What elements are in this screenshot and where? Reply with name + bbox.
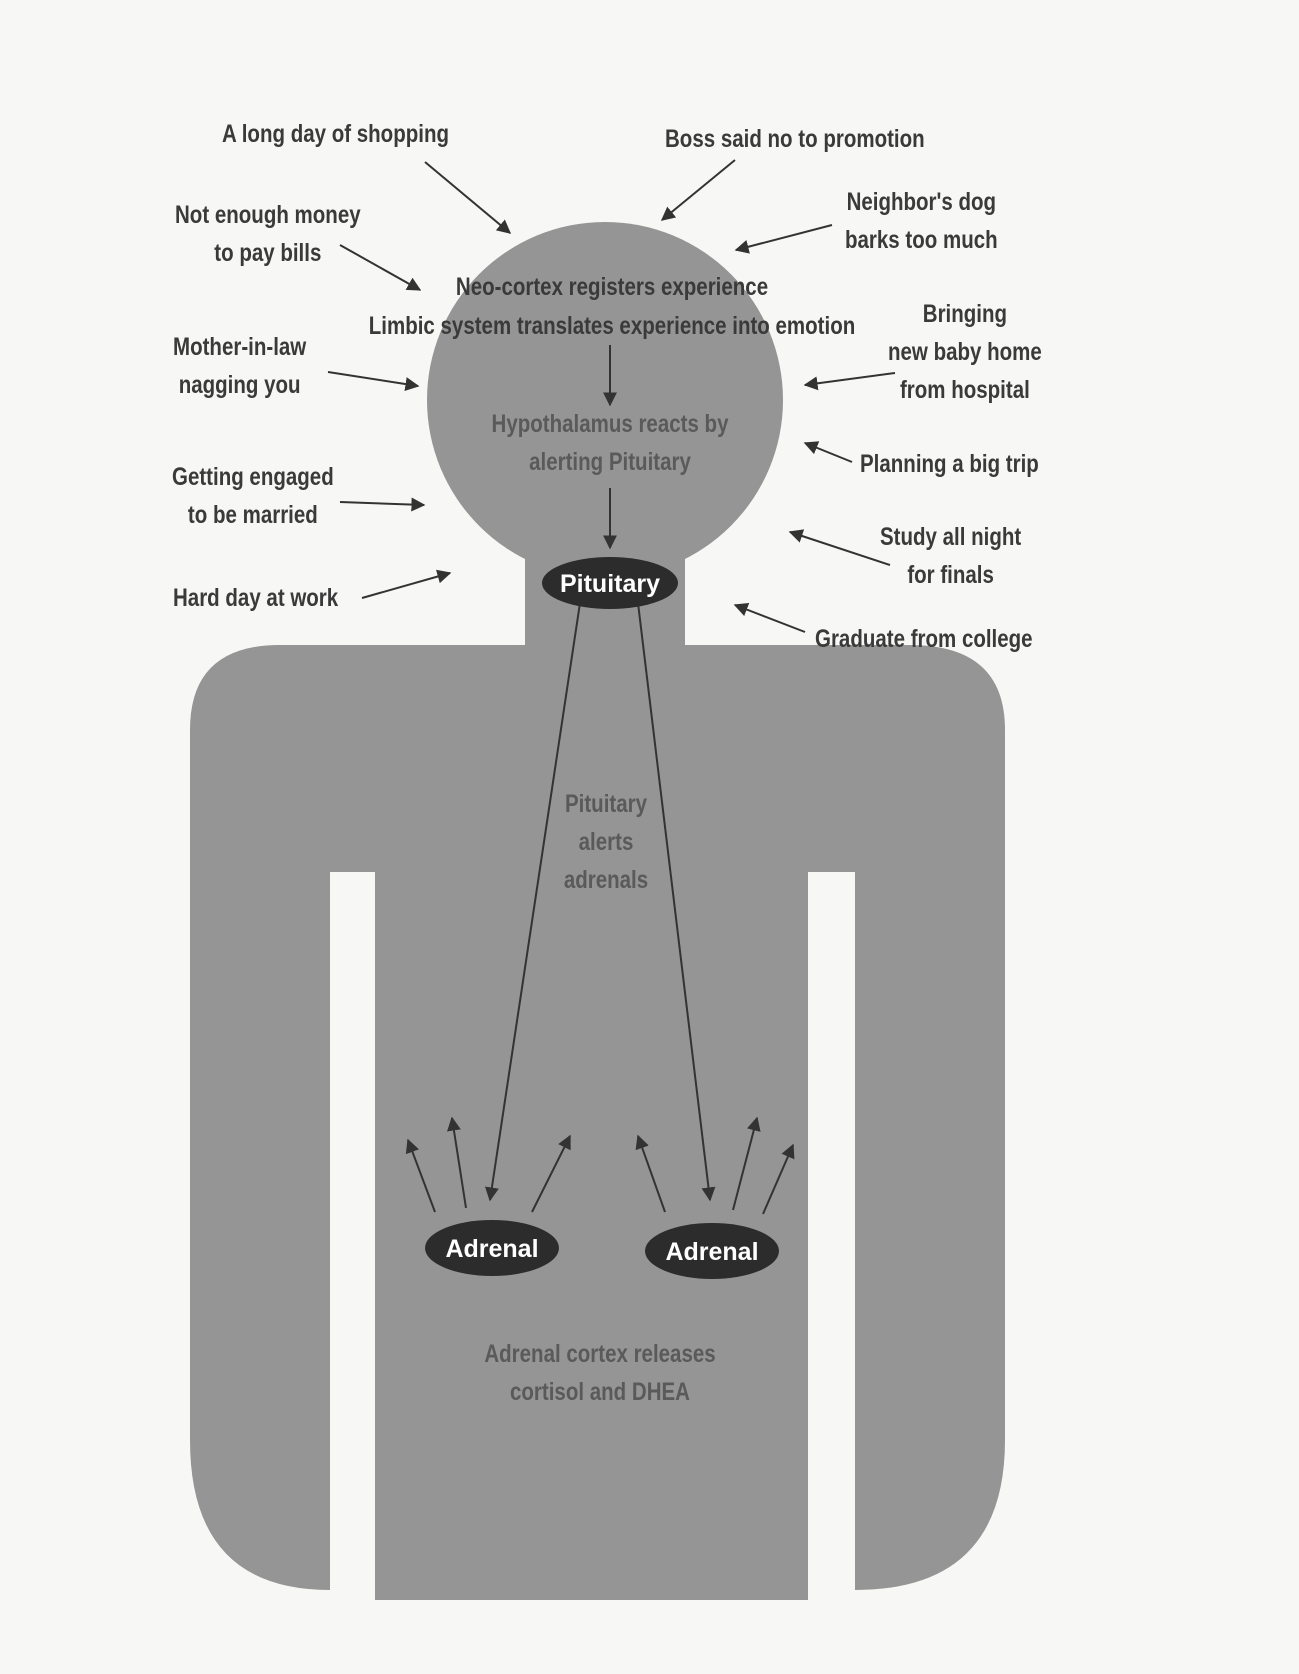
arrow-trip xyxy=(805,443,852,462)
stressor-promotion-text: Boss said no to promotion xyxy=(665,120,925,158)
stressor-graduate-text: Graduate from college xyxy=(815,620,1033,658)
stressor-baby-line-1: Bringing xyxy=(888,295,1042,333)
neocortex-label: Neo-cortex registers experience xyxy=(456,268,768,306)
stressor-engaged-line-2: to be married xyxy=(172,496,334,534)
arrow-baby xyxy=(805,373,895,385)
limbic-text: Limbic system translates experience into… xyxy=(369,307,855,345)
stressor-dog-line-2: barks too much xyxy=(845,221,998,259)
hypothalamus-line-1: Hypothalamus reacts by xyxy=(492,405,729,443)
stressor-promotion: Boss said no to promotion xyxy=(665,120,925,158)
limbic-label: Limbic system translates experience into… xyxy=(369,307,855,345)
stressor-study: Study all night for finals xyxy=(880,518,1021,594)
adrenal-release-line-1: Adrenal cortex releases xyxy=(484,1335,715,1373)
adrenal-right-label: Adrenal xyxy=(665,1238,758,1266)
stressor-study-line-1: Study all night xyxy=(880,518,1021,556)
pituitary-label: Pituitary xyxy=(560,570,660,598)
adrenal-release-line-2: cortisol and DHEA xyxy=(484,1373,715,1411)
stressor-money: Not enough money to pay bills xyxy=(175,196,361,272)
stressor-motherinlaw-line-2: nagging you xyxy=(173,366,306,404)
stressor-shopping: A long day of shopping xyxy=(222,115,449,153)
pituitary-alerts-line-2: alerts xyxy=(564,823,648,861)
arrow-work xyxy=(362,573,450,598)
pituitary-alerts-line-3: adrenals xyxy=(564,861,648,899)
stressor-work-text: Hard day at work xyxy=(173,579,338,617)
adrenal-release-label: Adrenal cortex releases cortisol and DHE… xyxy=(484,1335,715,1411)
adrenal-left-node: Adrenal xyxy=(425,1220,559,1276)
stressor-engaged-line-1: Getting engaged xyxy=(172,458,334,496)
stressor-baby: Bringing new baby home from hospital xyxy=(888,295,1042,409)
stressor-work: Hard day at work xyxy=(173,579,338,617)
stressor-baby-line-2: new baby home xyxy=(888,333,1042,371)
arrow-study xyxy=(790,532,890,565)
adrenal-left-label: Adrenal xyxy=(445,1235,538,1263)
arrow-dog xyxy=(736,225,832,250)
neocortex-text: Neo-cortex registers experience xyxy=(456,268,768,306)
pituitary-node: Pituitary xyxy=(542,557,678,609)
stressor-study-line-2: for finals xyxy=(880,556,1021,594)
stressor-trip-text: Planning a big trip xyxy=(860,445,1039,483)
adrenal-right-node: Adrenal xyxy=(645,1223,779,1279)
stressor-money-line-1: Not enough money xyxy=(175,196,361,234)
arrow-motherinlaw xyxy=(328,372,418,386)
hypothalamus-label: Hypothalamus reacts by alerting Pituitar… xyxy=(492,405,729,481)
stressor-motherinlaw: Mother-in-law nagging you xyxy=(173,328,306,404)
hypothalamus-line-2: alerting Pituitary xyxy=(492,443,729,481)
arrow-shopping xyxy=(425,162,510,233)
stressor-shopping-text: A long day of shopping xyxy=(222,115,449,153)
stressor-dog-line-1: Neighbor's dog xyxy=(845,183,998,221)
stressor-motherinlaw-line-1: Mother-in-law xyxy=(173,328,306,366)
arrow-graduate xyxy=(735,605,805,632)
pituitary-alerts-line-1: Pituitary xyxy=(564,785,648,823)
stressor-dog: Neighbor's dog barks too much xyxy=(845,183,998,259)
stressor-engaged: Getting engaged to be married xyxy=(172,458,334,534)
arrow-promotion xyxy=(662,160,735,220)
stressor-baby-line-3: from hospital xyxy=(888,371,1042,409)
pituitary-alerts-label: Pituitary alerts adrenals xyxy=(564,785,648,899)
stressor-graduate: Graduate from college xyxy=(815,620,1033,658)
stressor-money-line-2: to pay bills xyxy=(175,234,361,272)
stressor-trip: Planning a big trip xyxy=(860,445,1039,483)
arrow-engaged xyxy=(340,502,424,505)
